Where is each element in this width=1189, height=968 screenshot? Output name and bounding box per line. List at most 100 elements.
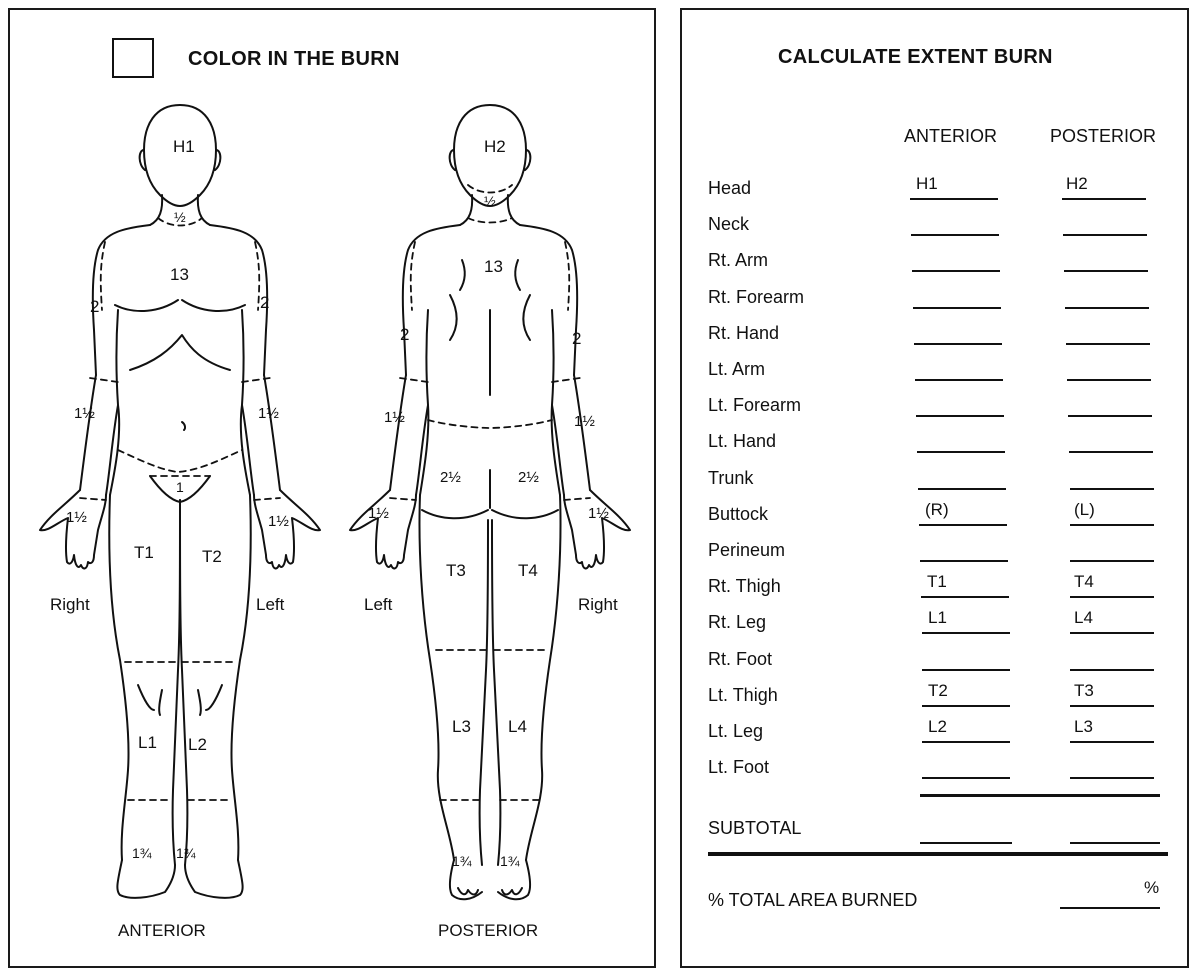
anterior-blank[interactable] (920, 560, 1008, 562)
posterior-blank[interactable] (1066, 343, 1150, 345)
anterior-code: L2 (928, 717, 947, 737)
posterior-blank[interactable] (1063, 234, 1147, 236)
posterior-back-label: 13 (484, 257, 503, 276)
anterior-genital-label: 1 (176, 479, 184, 495)
posterior-blank[interactable] (1070, 669, 1154, 671)
row-label: Lt. Arm (708, 359, 765, 380)
posterior-leg-l-label: L3 (452, 717, 471, 736)
posterior-figure[interactable] (350, 105, 630, 899)
row-label: Lt. Hand (708, 431, 776, 452)
anterior-foot-r-label: 1¾ (132, 845, 152, 861)
posterior-blank[interactable] (1070, 560, 1154, 562)
anterior-caption: ANTERIOR (118, 921, 206, 940)
posterior-blank[interactable] (1070, 741, 1154, 743)
posterior-side-right: Right (578, 595, 618, 614)
posterior-foot-r-label: 1¾ (500, 853, 520, 869)
anterior-blank[interactable] (922, 669, 1010, 671)
anterior-blank[interactable] (914, 343, 1002, 345)
anterior-blank[interactable] (910, 198, 998, 200)
anterior-upperarm-r-label: 2 (90, 297, 99, 316)
anterior-chest-label: 13 (170, 265, 189, 284)
posterior-code: H2 (1066, 174, 1088, 194)
body-chart-panel: COLOR IN THE BURN (8, 8, 656, 968)
anterior-blank[interactable] (922, 632, 1010, 634)
row-label: Rt. Forearm (708, 287, 804, 308)
anterior-blank[interactable] (913, 307, 1001, 309)
posterior-blank[interactable] (1070, 705, 1154, 707)
posterior-hand-r-label: 1½ (588, 505, 609, 522)
total-area-blank[interactable] (1060, 907, 1160, 909)
subtotal-anterior-blank[interactable] (920, 842, 1012, 844)
anterior-blank[interactable] (911, 234, 999, 236)
body-diagrams: H1 ½ 13 2 2 1½ 1½ 1 1½ 1½ T1 T2 L1 L2 1¾… (10, 10, 654, 960)
row-label: Rt. Hand (708, 323, 779, 344)
posterior-upperarm-l-label: 2 (400, 325, 409, 344)
posterior-forearm-r-label: 1½ (574, 413, 595, 430)
anterior-leg-l-label: L2 (188, 735, 207, 754)
anterior-blank[interactable] (916, 415, 1004, 417)
rule-above-subtotal (920, 794, 1160, 797)
anterior-blank[interactable] (922, 777, 1010, 779)
anterior-hand-l-label: 1½ (268, 513, 289, 530)
anterior-blank[interactable] (915, 379, 1003, 381)
posterior-blank[interactable] (1070, 596, 1154, 598)
posterior-blank[interactable] (1069, 451, 1153, 453)
anterior-blank[interactable] (921, 596, 1009, 598)
anterior-side-left: Left (256, 595, 285, 614)
anterior-thigh-r-label: T1 (134, 543, 154, 562)
row-label: Rt. Leg (708, 612, 766, 633)
posterior-blank[interactable] (1065, 307, 1149, 309)
anterior-code: (R) (925, 500, 949, 520)
row-label: Lt. Forearm (708, 395, 801, 416)
anterior-blank[interactable] (922, 705, 1010, 707)
posterior-hand-l-label: 1½ (368, 505, 389, 522)
anterior-blank[interactable] (918, 488, 1006, 490)
posterior-foot-l-label: 1¾ (452, 853, 472, 869)
row-label: Lt. Leg (708, 721, 763, 742)
row-label: Buttock (708, 504, 768, 525)
column-header-posterior: POSTERIOR (1050, 126, 1156, 147)
posterior-caption: POSTERIOR (438, 921, 538, 940)
anterior-thigh-l-label: T2 (202, 547, 222, 566)
rule-above-total (708, 852, 1168, 856)
posterior-blank[interactable] (1062, 198, 1146, 200)
posterior-blank[interactable] (1064, 270, 1148, 272)
posterior-forearm-l-label: 1½ (384, 409, 405, 426)
total-area-label: % TOTAL AREA BURNED (708, 890, 917, 911)
calculation-panel: CALCULATE EXTENT BURN ANTERIOR POSTERIOR… (680, 8, 1189, 968)
posterior-buttock-r-label: 2½ (518, 469, 539, 486)
anterior-forearm-l-label: 1½ (258, 405, 279, 422)
posterior-blank[interactable] (1070, 632, 1154, 634)
posterior-blank[interactable] (1070, 488, 1154, 490)
anterior-leg-r-label: L1 (138, 733, 157, 752)
anterior-forearm-r-label: 1½ (74, 405, 95, 422)
posterior-thigh-r-label: T4 (518, 561, 538, 580)
anterior-blank[interactable] (917, 451, 1005, 453)
panel-title-calculate: CALCULATE EXTENT BURN (778, 46, 1053, 69)
row-label: Rt. Foot (708, 649, 772, 670)
row-label: Head (708, 178, 751, 199)
posterior-blank[interactable] (1067, 379, 1151, 381)
row-label: Lt. Foot (708, 757, 769, 778)
subtotal-posterior-blank[interactable] (1070, 842, 1160, 844)
anterior-code: L1 (928, 608, 947, 628)
posterior-code: (L) (1074, 500, 1095, 520)
posterior-code: L4 (1074, 608, 1093, 628)
row-label: Trunk (708, 468, 753, 489)
posterior-blank[interactable] (1070, 777, 1154, 779)
anterior-hand-r-label: 1½ (66, 509, 87, 526)
posterior-blank[interactable] (1068, 415, 1152, 417)
posterior-buttock-l-label: 2½ (440, 469, 461, 486)
anterior-blank[interactable] (922, 741, 1010, 743)
anterior-code: T1 (927, 572, 947, 592)
posterior-code: T4 (1074, 572, 1094, 592)
anterior-blank[interactable] (919, 524, 1007, 526)
posterior-leg-r-label: L4 (508, 717, 527, 736)
row-label: Rt. Thigh (708, 576, 781, 597)
subtotal-label: SUBTOTAL (708, 818, 801, 839)
anterior-blank[interactable] (912, 270, 1000, 272)
posterior-blank[interactable] (1070, 524, 1154, 526)
row-label: Perineum (708, 540, 785, 561)
posterior-neck-label: ½ (484, 193, 496, 209)
row-label: Rt. Arm (708, 250, 768, 271)
